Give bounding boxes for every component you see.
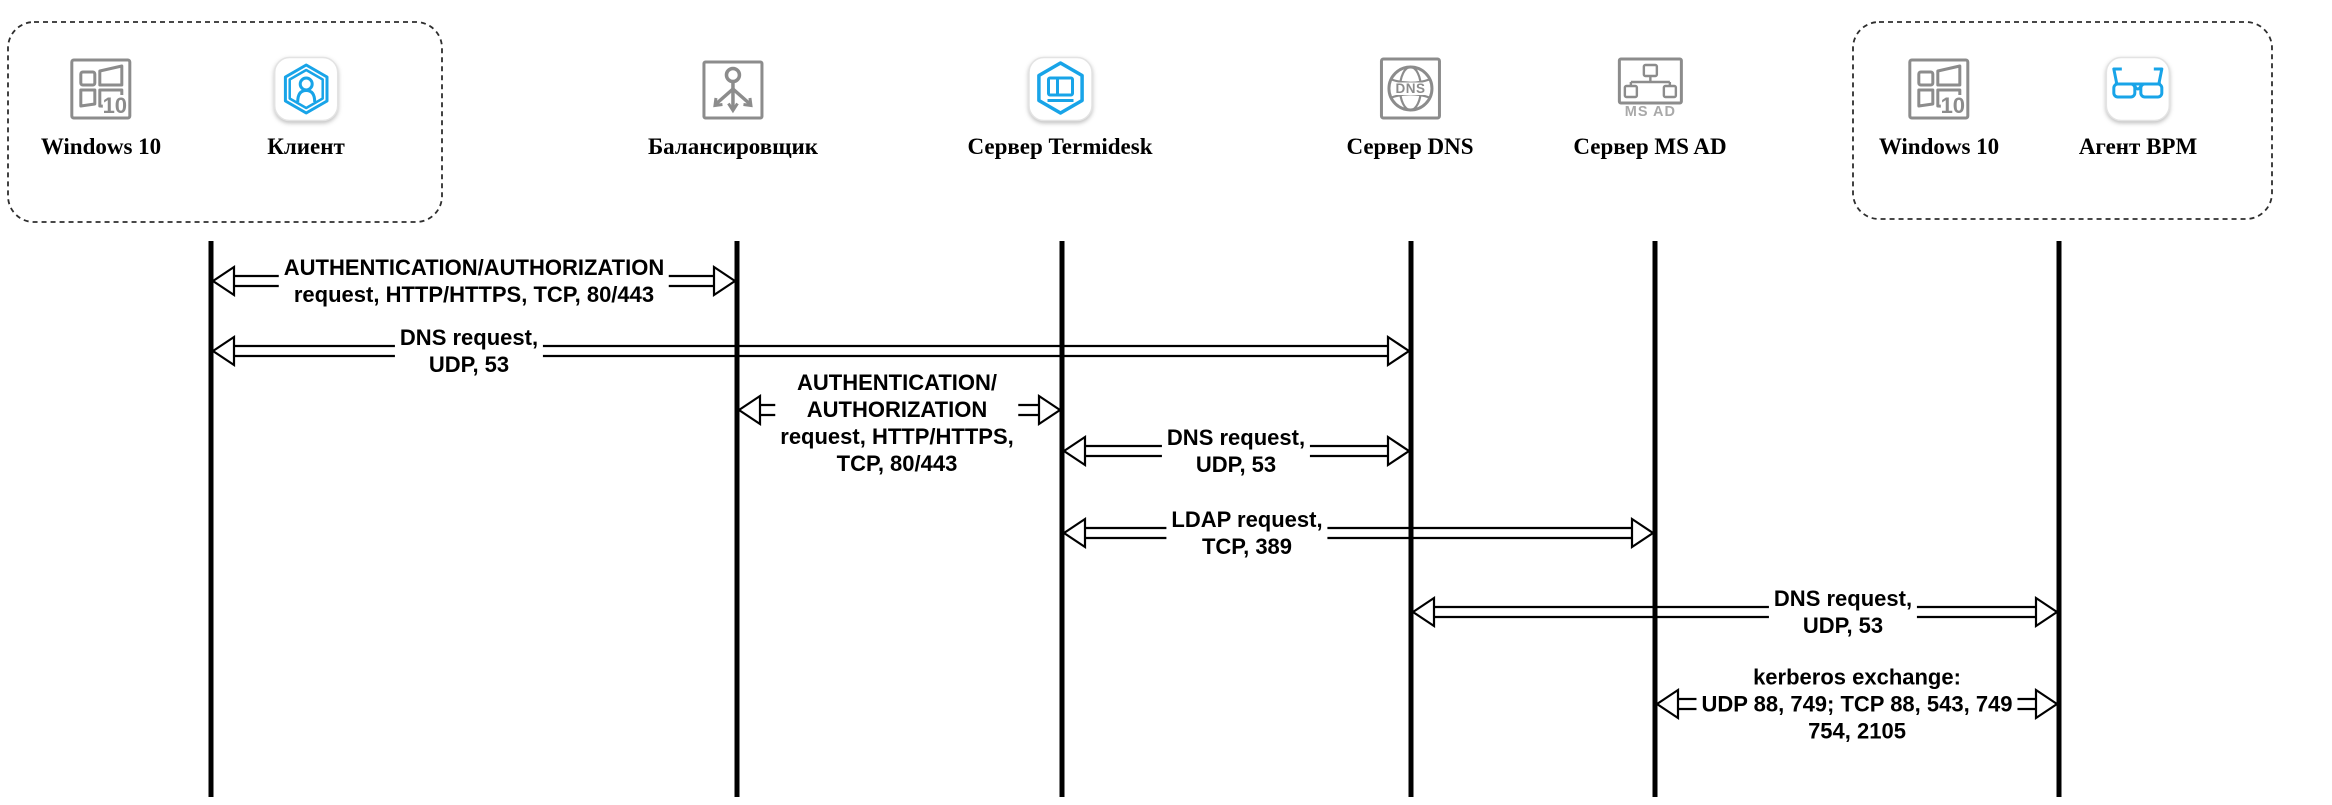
actor-label: Балансировщик [647, 134, 819, 159]
message-line: DNS request, [1773, 586, 1913, 611]
message-line: 754, 2105 [1808, 718, 1906, 744]
actor-label: Windows 10 [1878, 134, 2000, 159]
message-line: TCP, 80/443 [836, 451, 958, 476]
termidesk-icon [1027, 56, 1093, 122]
actor-client: Клиент [267, 55, 345, 158]
ms-ad-icon: MS AD [1617, 57, 1683, 120]
dns-globe-icon: DNS [1379, 57, 1441, 120]
windows-10-badge: 10 [1941, 93, 1965, 118]
dns-icon-label: DNS [1395, 81, 1425, 96]
message-line: LDAP request, [1171, 507, 1323, 532]
actor-label: Агент BPM [2078, 134, 2198, 159]
message-line: AUTHENTICATION/AUTHORIZATION [283, 255, 665, 280]
actor-termidesk-server: Сервер Termidesk [968, 55, 1153, 158]
actor-label: Сервер Termidesk [967, 134, 1153, 159]
windows-10-icon: 10 [70, 58, 132, 120]
actor-ms-ad-server: MS AD Сервер MS AD [1573, 55, 1727, 159]
message-label-dns-dns-bpm: DNS request, UDP, 53 [1768, 585, 1918, 639]
message-label-ldap-termidesk-msad: LDAP request, TCP, 389 [1166, 506, 1328, 560]
message-line: TCP, 389 [1201, 534, 1293, 559]
actor-windows10-right: 10 Windows 10 [1879, 55, 1999, 158]
message-line: AUTHENTICATION/ [796, 370, 998, 395]
message-line: DNS request, [399, 325, 539, 350]
message-line: UDP, 53 [428, 352, 510, 377]
message-label-auth-client-balancer: AUTHENTICATION/AUTHORIZATION request, HT… [278, 254, 670, 308]
message-arrow-dns-dns-bpm [1411, 595, 2059, 629]
message-line: request, HTTP/HTTPS, [780, 424, 1014, 449]
message-label-auth-balancer-termidesk: AUTHENTICATION/ AUTHORIZATION request, H… [775, 369, 1019, 477]
message-line: UDP 88, 749; TCP 88, 543, 749 [1701, 691, 2013, 717]
load-balancer-icon [702, 60, 764, 120]
bpm-glasses-icon [2105, 56, 2171, 122]
message-line: kerberos exchange: [1753, 664, 1961, 690]
actor-label: Windows 10 [40, 134, 162, 159]
client-group-box [7, 21, 443, 223]
actor-bpm-agent: Агент BPM [2079, 55, 2197, 158]
message-label-kerberos-msad-bpm: kerberos exchange: UDP 88, 749; TCP 88, … [1696, 663, 2018, 745]
actor-label: Сервер DNS [1346, 134, 1474, 159]
message-arrow-ldap-termidesk-msad [1062, 516, 1655, 550]
message-line: UDP, 53 [1195, 452, 1277, 477]
agent-group-box [1852, 21, 2273, 220]
actor-label: Клиент [267, 134, 345, 159]
message-line: DNS request, [1166, 425, 1306, 450]
actor-windows10-left: 10 Windows 10 [41, 55, 161, 158]
message-label-dns-client-dns: DNS request, UDP, 53 [394, 324, 544, 378]
actor-label: Сервер MS AD [1573, 134, 1727, 159]
actor-load-balancer: Балансировщик [648, 55, 818, 158]
message-arrow-dns-client-dns [211, 334, 1411, 368]
actor-dns-server: DNS Сервер DNS [1346, 55, 1474, 159]
ms-ad-icon-label: MS AD [1624, 104, 1675, 120]
client-icon [273, 56, 339, 122]
message-line: request, HTTP/HTTPS, TCP, 80/443 [293, 282, 655, 307]
windows-10-icon: 10 [1908, 58, 1970, 120]
message-line: UDP, 53 [1802, 613, 1884, 638]
windows-10-badge: 10 [103, 93, 127, 118]
message-label-dns-termidesk-dns: DNS request, UDP, 53 [1161, 424, 1311, 478]
message-line: AUTHORIZATION [806, 397, 988, 422]
